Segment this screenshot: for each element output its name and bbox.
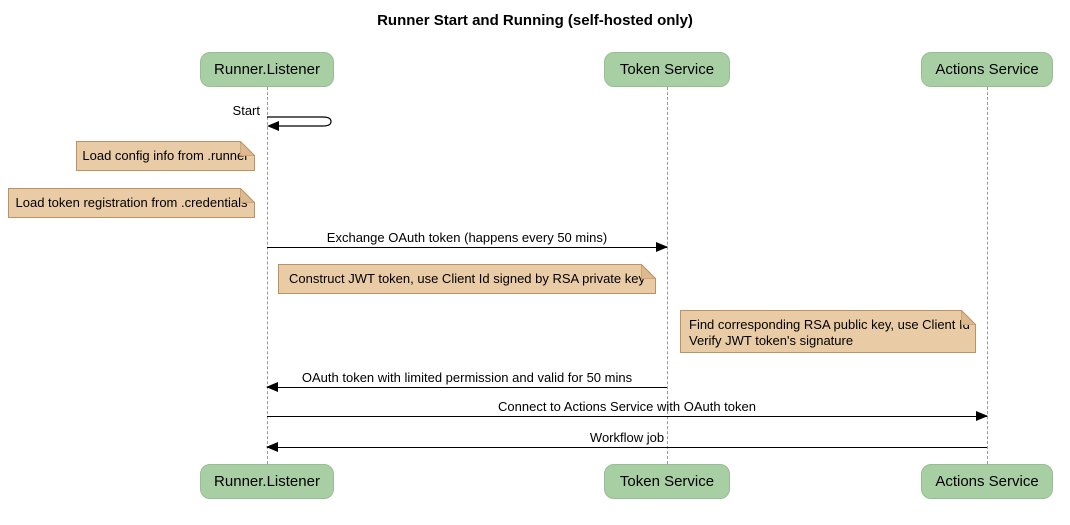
message-label: Exchange OAuth token (happens every 50 m… xyxy=(326,230,608,245)
participant-token-service-top: Token Service xyxy=(604,52,730,87)
message-workflow-job: Workflow job xyxy=(266,430,987,452)
message-connect-actions-service: Connect to Actions Service with OAuth to… xyxy=(267,399,988,421)
lifeline-actions-service xyxy=(987,87,988,464)
message-exchange-oauth-token: Exchange OAuth token (happens every 50 m… xyxy=(267,230,668,252)
diagram-title: Runner Start and Running (self-hosted on… xyxy=(377,12,693,29)
arrowhead-left-icon xyxy=(266,382,278,392)
note-load-token-registration: Load token registration from .credential… xyxy=(8,188,255,218)
note-text-line-2: Verify JWT token's signature xyxy=(689,333,854,348)
lifeline-runner-listener xyxy=(267,87,268,464)
message-label: OAuth token with limited permission and … xyxy=(301,370,633,385)
arrowhead-right-icon xyxy=(656,242,668,252)
note-text-line-1: Find corresponding RSA public key, use C… xyxy=(689,317,970,332)
note-load-config: Load config info from .runner xyxy=(76,141,255,171)
note-fold-icon xyxy=(961,310,976,325)
self-message-arrow-icon xyxy=(267,116,332,131)
message-label: Workflow job xyxy=(589,430,665,445)
participant-token-service-bottom: Token Service xyxy=(604,464,730,499)
note-construct-jwt: Construct JWT token, use Client Id signe… xyxy=(278,264,656,294)
message-oauth-token-returned: OAuth token with limited permission and … xyxy=(266,370,667,392)
note-fold-icon xyxy=(240,141,255,156)
self-message-start-label: Start xyxy=(232,103,260,118)
participant-runner-listener-bottom: Runner.Listener xyxy=(200,464,334,499)
participant-runner-listener-top: Runner.Listener xyxy=(200,52,334,87)
lifeline-token-service xyxy=(667,87,668,464)
note-verify-jwt: Find corresponding RSA public key, use C… xyxy=(680,310,976,353)
participant-actions-service-bottom: Actions Service xyxy=(921,464,1053,499)
note-text: Load token registration from .credential… xyxy=(15,195,248,210)
message-label: Connect to Actions Service with OAuth to… xyxy=(498,399,756,414)
arrowhead-right-icon xyxy=(976,411,988,421)
note-fold-icon xyxy=(641,264,656,279)
note-text: Load config info from .runner xyxy=(82,148,249,163)
arrowhead-left-icon xyxy=(266,442,278,452)
note-text: Construct JWT token, use Client Id signe… xyxy=(289,271,645,286)
note-fold-icon xyxy=(240,188,255,203)
participant-actions-service-top: Actions Service xyxy=(921,52,1053,87)
